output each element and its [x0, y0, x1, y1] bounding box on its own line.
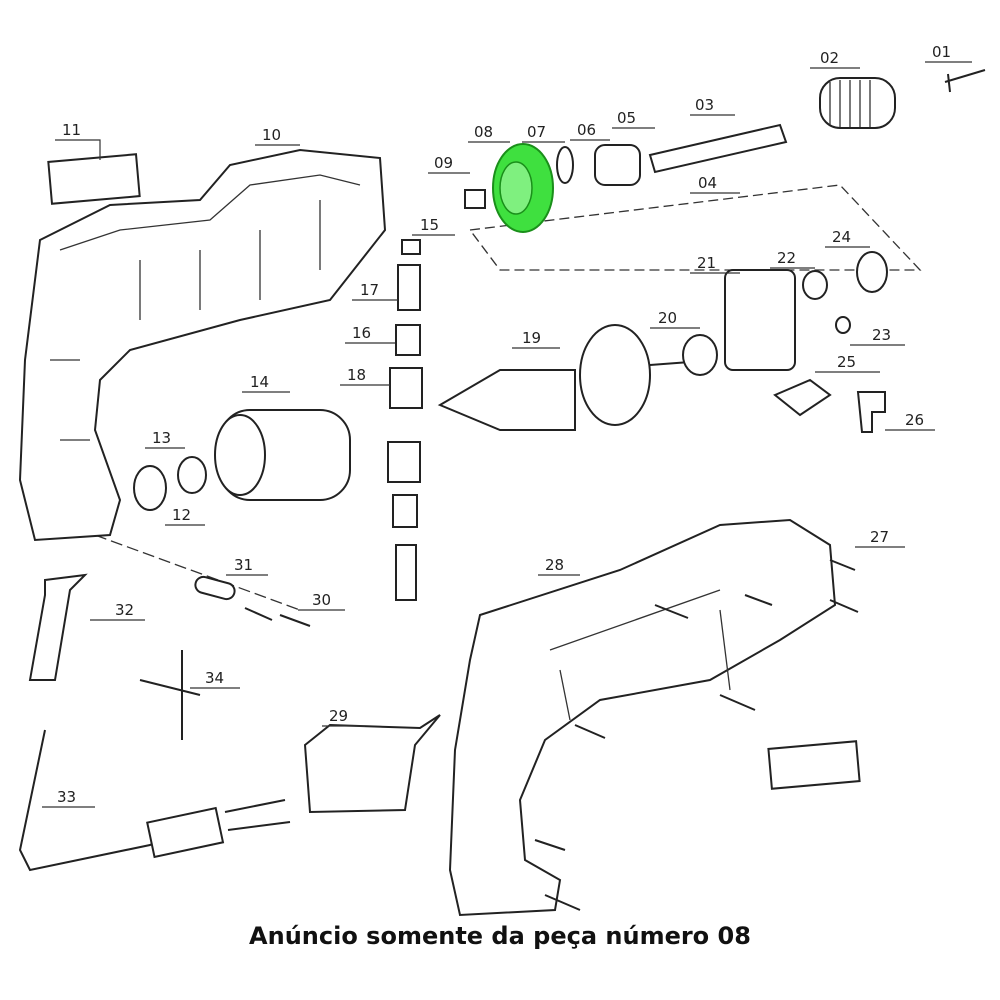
label-17: 17: [360, 281, 379, 299]
label-34: 34: [205, 669, 224, 687]
label-23: 23: [872, 326, 891, 344]
label-13: 13: [152, 429, 171, 447]
label-12: 12: [172, 506, 191, 524]
label-07: 07: [527, 123, 546, 141]
label-11: 11: [62, 121, 81, 139]
housing-left-half: [18, 148, 387, 542]
label-31: 31: [234, 556, 253, 574]
switch-lock: [773, 378, 832, 417]
cord-clamp: [194, 575, 236, 601]
label-24: 24: [832, 228, 851, 246]
part-labels: 01 02 03 04 05 06 07 08 09 10 11 12 13 1…: [42, 43, 972, 808]
sleeve: [594, 144, 641, 186]
capacitor-block: [303, 714, 441, 814]
label-10: 10: [262, 126, 281, 144]
brush-cover: [389, 367, 423, 409]
label-15: 15: [420, 216, 439, 234]
housing-detail: [549, 589, 731, 721]
housing-detail: [50, 174, 361, 441]
clip: [401, 239, 421, 255]
ring: [556, 146, 574, 184]
gear-hub: [499, 161, 533, 215]
label-05: 05: [617, 109, 636, 127]
assembly-guide: [94, 534, 301, 611]
caption: Anúncio somente da peça número 08: [249, 922, 751, 950]
plug: [146, 806, 225, 859]
screws: [534, 559, 859, 911]
side-handle: [28, 573, 88, 681]
label-06: 06: [577, 121, 596, 139]
stator-face: [214, 414, 266, 496]
label-27: 27: [870, 528, 889, 546]
screws: [244, 607, 311, 627]
carbon-brush-spring: [395, 544, 417, 601]
label-18: 18: [347, 366, 366, 384]
armature-fan: [579, 324, 651, 426]
label-01: 01: [932, 43, 951, 61]
housing-right-half: [448, 518, 837, 917]
nut: [464, 189, 486, 209]
label-09: 09: [434, 154, 453, 172]
bearing: [133, 465, 167, 511]
assembly-guide: [468, 184, 922, 271]
gear: [856, 251, 888, 293]
label-30: 30: [312, 591, 331, 609]
drill-chuck: [819, 77, 896, 129]
brush-cover: [387, 441, 421, 483]
label-16: 16: [352, 324, 371, 342]
label-33: 33: [57, 788, 76, 806]
label-19: 19: [522, 329, 541, 347]
brush-holder: [395, 324, 421, 356]
label-22: 22: [777, 249, 796, 267]
label-21: 21: [697, 254, 716, 272]
brush-holder: [392, 494, 418, 528]
label-03: 03: [695, 96, 714, 114]
label-25: 25: [837, 353, 856, 371]
label-32: 32: [115, 601, 134, 619]
washer: [802, 270, 828, 300]
label-02: 02: [820, 49, 839, 67]
small-ring: [835, 316, 851, 334]
carbon-brush-spring: [397, 264, 421, 311]
switch: [724, 269, 796, 371]
label-plate: [47, 153, 141, 205]
depth-rod: [139, 650, 201, 740]
label-04: 04: [698, 174, 717, 192]
washer: [177, 456, 207, 494]
label-20: 20: [658, 309, 677, 327]
chuck-screw: [944, 69, 986, 93]
bearing: [682, 334, 718, 376]
armature: [437, 369, 576, 431]
label-08: 08: [474, 123, 493, 141]
label-26: 26: [905, 411, 924, 429]
label-14: 14: [250, 373, 269, 391]
bracket: [856, 391, 886, 433]
chuck-ribs: [829, 80, 871, 127]
label-29: 29: [329, 707, 348, 725]
label-28: 28: [545, 556, 564, 574]
spindle: [648, 123, 788, 174]
label-plate: [767, 740, 861, 790]
plug-pins: [224, 799, 291, 831]
